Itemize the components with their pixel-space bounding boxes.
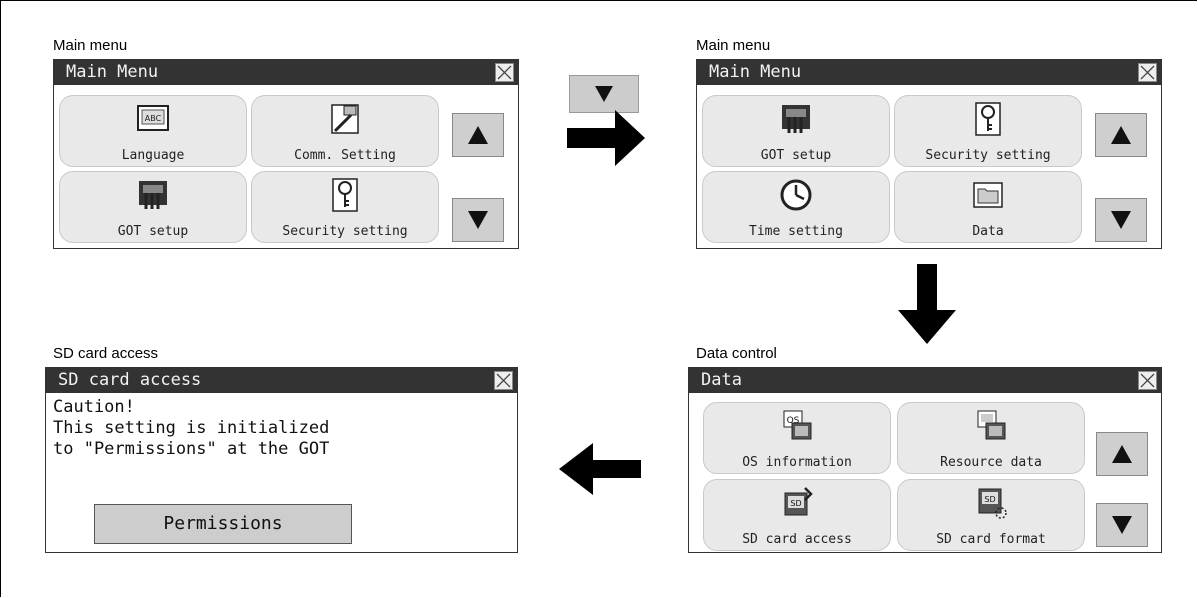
window-title: Data [689, 368, 1161, 393]
window-title: SD card access [46, 368, 517, 393]
triangle-down-icon [468, 211, 488, 229]
triangle-up-icon [1111, 126, 1131, 144]
tile-label: Security setting [282, 224, 408, 239]
tile-data[interactable]: Data [894, 171, 1082, 243]
cable-icon [331, 104, 359, 134]
window-title: Main Menu [54, 60, 518, 85]
scroll-down-button[interactable] [452, 198, 504, 242]
tile-sd-card-access[interactable]: SD SD card access [703, 479, 891, 551]
arrow-right-icon [567, 110, 645, 166]
data-panel: Data OS OS information Resource data SD … [688, 367, 1162, 553]
close-button[interactable] [1138, 63, 1157, 82]
tile-time-setting[interactable]: Time setting [702, 171, 890, 243]
scroll-up-button[interactable] [1095, 113, 1147, 157]
svg-text:OS: OS [787, 416, 800, 426]
tile-sd-card-format[interactable]: SD SD card format [897, 479, 1085, 551]
close-icon [1140, 373, 1155, 388]
tile-label: Security setting [925, 148, 1051, 163]
scroll-down-button-indicator [569, 75, 639, 113]
scroll-up-button[interactable] [1096, 432, 1148, 476]
got-machine-icon [782, 105, 810, 133]
tile-label: Resource data [940, 455, 1042, 470]
close-icon [496, 373, 511, 388]
tile-label: Language [121, 148, 185, 163]
tile-label: GOT setup [760, 148, 832, 163]
tile-security-setting[interactable]: Security setting [251, 171, 439, 243]
tile-language[interactable]: ABC Language [59, 95, 247, 167]
caption-main-menu-2: Main menu [696, 37, 771, 54]
svg-text:SD: SD [984, 495, 995, 504]
sd-card-access-icon: SD [784, 487, 813, 516]
caution-line-2: This setting is initialized [53, 418, 330, 438]
caption-sd-card-access: SD card access [53, 345, 159, 362]
close-button[interactable] [494, 371, 513, 390]
tile-resource-data[interactable]: Resource data [897, 402, 1085, 474]
resource-icon [977, 410, 1006, 440]
permissions-button[interactable]: Permissions [94, 504, 352, 544]
triangle-down-icon [1111, 211, 1131, 229]
sd-card-format-icon: SD [978, 488, 1007, 519]
svg-text:SD: SD [790, 499, 801, 508]
window-title: Main Menu [697, 60, 1161, 85]
triangle-down-icon [1112, 516, 1132, 534]
tile-label: SD card access [742, 532, 852, 547]
tile-security-setting[interactable]: Security setting [894, 95, 1082, 167]
close-icon [497, 65, 512, 80]
tile-label: Data [972, 224, 1004, 239]
tile-os-information[interactable]: OS OS information [703, 402, 891, 474]
triangle-up-icon [468, 126, 488, 144]
tile-label: Time setting [749, 224, 843, 239]
tile-got-setup[interactable]: GOT setup [59, 171, 247, 243]
tile-label: Comm. Setting [294, 148, 396, 163]
key-icon [332, 178, 358, 212]
caption-main-menu-1: Main menu [53, 37, 128, 54]
tile-label: OS information [742, 455, 852, 470]
arrow-left-icon [559, 443, 641, 495]
caution-line-1: Caution! [53, 397, 135, 417]
scroll-up-button[interactable] [452, 113, 504, 157]
tile-label: GOT setup [117, 224, 189, 239]
os-icon: OS [783, 410, 812, 440]
sd-card-access-panel: SD card access Caution!This setting is i… [45, 367, 518, 553]
close-button[interactable] [495, 63, 514, 82]
triangle-up-icon [1112, 445, 1132, 463]
got-machine-icon [139, 181, 167, 209]
main-menu-panel-2: Main Menu GOT setup Security setting Tim… [696, 59, 1162, 249]
tile-got-setup[interactable]: GOT setup [702, 95, 890, 167]
caution-line-3: to "Permissions" at the GOT [53, 439, 330, 459]
close-button[interactable] [1138, 371, 1157, 390]
folder-icon [973, 182, 1003, 208]
key-icon [975, 102, 1001, 136]
clock-icon [780, 179, 812, 211]
scroll-down-button[interactable] [1096, 503, 1148, 547]
close-icon [1140, 65, 1155, 80]
main-menu-panel-1: Main Menu ABC Language Comm. Setting GOT… [53, 59, 519, 249]
scroll-down-button[interactable] [1095, 198, 1147, 242]
triangle-down-icon [595, 86, 613, 102]
caption-data-control: Data control [696, 345, 777, 362]
svg-text:ABC: ABC [145, 114, 162, 123]
arrow-down-icon [898, 264, 956, 344]
abc-screen-icon: ABC [137, 105, 169, 131]
tile-comm-setting[interactable]: Comm. Setting [251, 95, 439, 167]
tile-label: SD card format [936, 532, 1046, 547]
